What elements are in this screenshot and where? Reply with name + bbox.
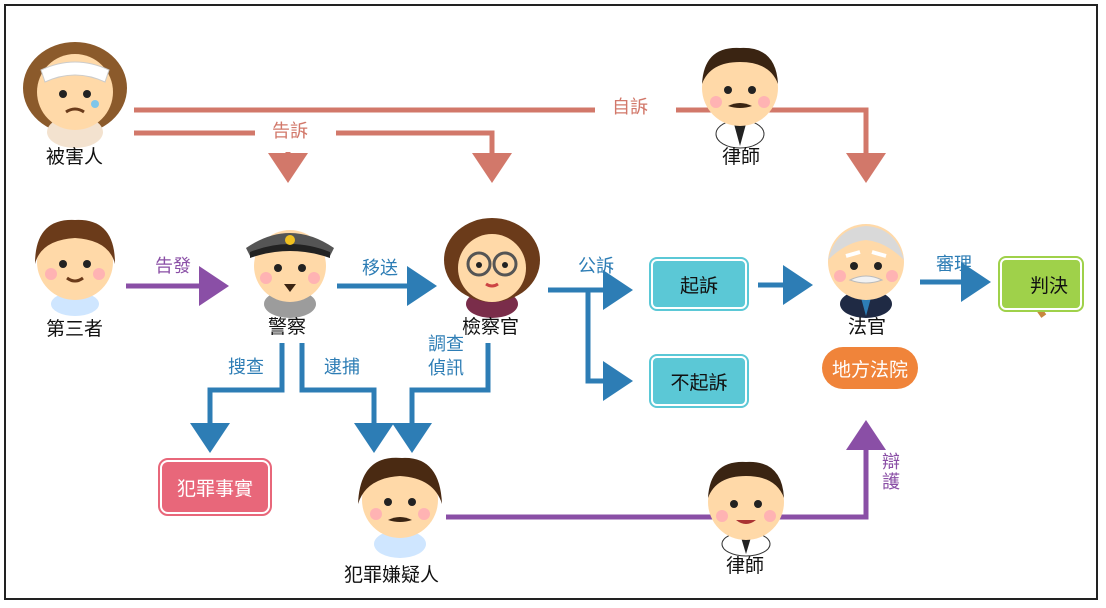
arrest-label: 逮捕 — [324, 357, 360, 378]
crime-facts-box: 犯罪事實 — [158, 458, 272, 516]
verdict-box: 判決 — [998, 256, 1084, 312]
report-label: 告發 — [155, 256, 191, 277]
blue-flow-lines — [190, 262, 991, 453]
defense-line — [446, 420, 886, 520]
lawyer-bottom-avatar — [708, 461, 784, 557]
judge-label: 法官 — [848, 316, 887, 338]
third-party-label: 第三者 — [46, 318, 104, 340]
police-avatar — [246, 230, 334, 318]
lawyer-bottom-label: 律師 — [726, 555, 765, 577]
police-label: 警察 — [268, 316, 307, 338]
complain-lines — [134, 130, 512, 183]
lawyer-top-avatar — [702, 47, 778, 149]
third-party-avatar — [35, 219, 115, 316]
victim-avatar — [23, 42, 127, 148]
lawyer-top-label: 律師 — [722, 146, 761, 168]
self-sue-label: 自訴 — [612, 97, 648, 118]
complain-label: 告訴 — [272, 121, 308, 142]
investigate-label-1: 調查 — [428, 334, 464, 355]
search-label: 搜查 — [228, 357, 264, 378]
prosecutor-label: 檢察官 — [462, 316, 520, 338]
prosecutor-avatar — [444, 218, 540, 318]
suspect-label: 犯罪嫌疑人 — [344, 564, 440, 586]
district-court-badge: 地方法院 — [822, 347, 918, 389]
defense-label: 辯護 — [879, 452, 900, 492]
indict-box: 起訴 — [649, 257, 749, 311]
judge-avatar — [828, 224, 904, 318]
transfer-label: 移送 — [362, 258, 398, 279]
public-prosecution-label: 公訴 — [578, 256, 614, 277]
trial-label: 審理 — [936, 254, 972, 275]
suspect-avatar — [358, 457, 442, 558]
victim-label: 被害人 — [46, 146, 104, 168]
investigate-label-2: 偵訊 — [428, 358, 464, 379]
not-indict-box: 不起訴 — [649, 354, 749, 408]
